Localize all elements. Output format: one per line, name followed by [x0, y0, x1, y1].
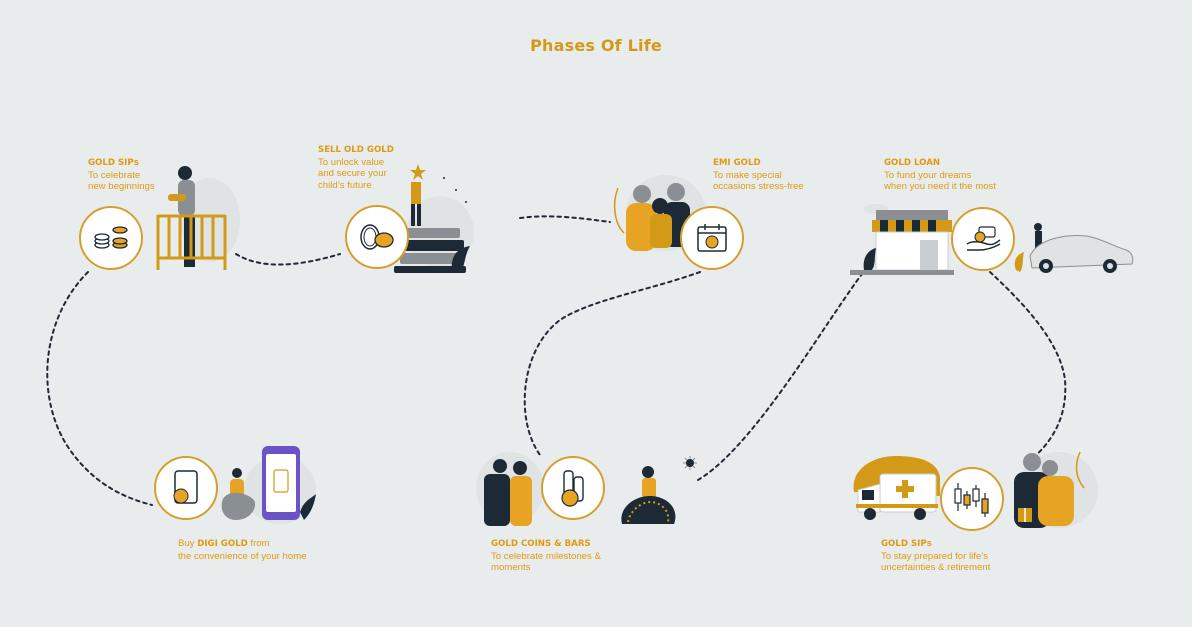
gold-ornaments-icon	[360, 224, 394, 250]
car-illustration	[1014, 223, 1134, 273]
elderly-couple-illustration	[1014, 451, 1098, 528]
stage-icon-circle-digi-gold	[154, 456, 218, 520]
father-crib-illustration	[156, 166, 240, 270]
stage-label-sell-old-gold: SELL OLD GOLD To unlock value and secure…	[318, 145, 394, 191]
dancer-illustration	[621, 456, 697, 524]
calendar-gold-icon	[697, 224, 727, 252]
stage-icon-circle-gold-loan	[951, 207, 1015, 271]
path-segment-5	[697, 273, 863, 481]
path-segment-2	[519, 215, 611, 223]
digital-gold-card-icon	[173, 470, 198, 504]
stage-label-gold-coins-bars: GOLD COINS & BARS To celebrate milestone…	[491, 539, 601, 573]
stage-label-digi-gold: Buy DIGI GOLD from the convenience of yo…	[178, 538, 307, 562]
gold-bars-coin-icon	[561, 470, 584, 507]
stage-icon-circle-sell-old-gold	[345, 205, 409, 269]
stage-label-gold-loan: GOLD LOAN To fund your dreams when you n…	[884, 158, 996, 192]
stacked-coins-icon	[94, 226, 128, 249]
stage-icon-circle-gold-sips-retirement	[940, 467, 1004, 531]
stage-icon-circle-gold-sips	[79, 206, 143, 270]
path-segment-6	[989, 271, 1067, 466]
ambulance-illustration	[853, 456, 940, 520]
path-segment-4	[523, 271, 701, 456]
stage-label-gold-sips: GOLD SIPs To celebrate new beginnings	[88, 157, 155, 192]
hand-gold-coin-icon	[966, 226, 1001, 251]
graduate-books-illustration	[394, 164, 474, 273]
path-segment-3	[46, 271, 153, 506]
path-segment-1	[235, 253, 341, 266]
page-title: Phases Of Life	[530, 36, 662, 55]
woman-phone-illustration	[221, 446, 316, 524]
stage-label-gold-sips-retirement: GOLD SIPs To stay prepared for life’s un…	[881, 538, 991, 573]
stage-label-emi-gold: EMI GOLD To make special occasions stres…	[713, 158, 804, 192]
stage-icon-circle-gold-coins-bars	[541, 456, 605, 520]
stage-icon-circle-emi-gold	[680, 206, 744, 270]
candlestick-chart-icon	[954, 483, 989, 517]
wedding-couple-illustration	[476, 452, 544, 526]
shop-illustration	[850, 204, 954, 275]
